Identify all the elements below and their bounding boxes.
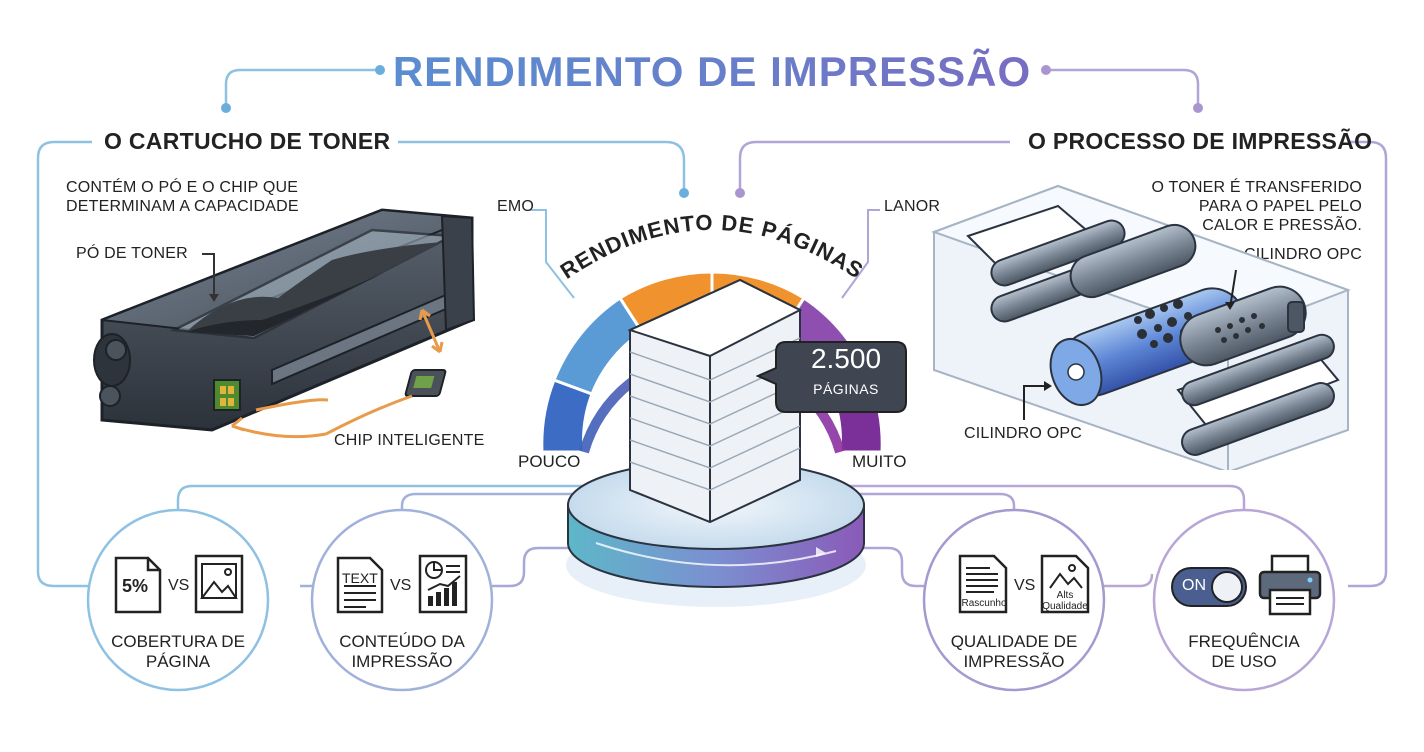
toner-powder-label: PÓ DE TONER — [76, 245, 188, 262]
vs-label-1: VS — [168, 577, 190, 594]
process-desc-line1: O TONER É TRANSFERIDO — [1151, 179, 1362, 196]
text-doc-label: TEXT — [342, 570, 378, 586]
factor-usage-frequency: FREQUÊNCIA DE USO — [1154, 632, 1334, 672]
factor-2-line1: CONTEÚDO DA — [339, 632, 465, 651]
paper-stack — [627, 278, 803, 524]
yield-callout-bubble — [756, 341, 907, 413]
factor-2-line2: IMPRESSÃO — [351, 652, 453, 671]
factor-3-line1: QUALIDADE DE — [950, 632, 1078, 651]
factor-print-content: CONTEÚDO DA IMPRESSÃO — [312, 632, 492, 672]
draft-label: Rascunho — [961, 598, 1007, 609]
quality-label-line1: Alts — [1056, 590, 1074, 601]
gauge-label-top-right: LANOR — [884, 198, 941, 215]
printer-icon — [1258, 554, 1322, 616]
factor-print-quality: QUALIDADE DE IMPRESSÃO — [924, 632, 1104, 672]
factor-4-line1: FREQUÊNCIA — [1188, 632, 1300, 651]
gauge-label-high: MUITO — [852, 452, 907, 471]
quality-label: Alts Qualidade — [1040, 590, 1090, 612]
chart-document-icon — [418, 554, 468, 614]
opc-drum-label-top: CILINDRO OPC — [1244, 246, 1362, 263]
quality-image-icon — [1040, 554, 1090, 614]
coverage-percent: 5% — [122, 576, 149, 596]
gauge-label-top-left: EMO — [497, 198, 535, 215]
cartridge-desc-line2: DETERMINAM A CAPACIDADE — [66, 198, 299, 215]
factor-1-line1: COBERTURA DE — [111, 632, 245, 651]
printing-process-illustration — [931, 184, 1351, 470]
factor-page-coverage: COBERTURA DE PÁGINA — [88, 632, 268, 672]
cartridge-heading: O CARTUCHO DE TONER — [104, 128, 391, 154]
factor-1-line2: PÁGINA — [145, 652, 211, 671]
process-description: O TONER É TRANSFERIDO PARA O PAPEL PELO … — [1130, 178, 1362, 235]
page-title: RENDIMENTO DE IMPRESSÃO — [0, 48, 1424, 96]
yield-callout-unit: PÁGINAS — [813, 381, 879, 397]
document-icon — [114, 556, 162, 614]
toggle-on-label: ON — [1182, 577, 1206, 594]
process-heading: O PROCESSO DE IMPRESSÃO — [1028, 128, 1373, 154]
quality-label-line2: Qualidade — [1042, 601, 1088, 612]
process-desc-line3: CALOR E PRESSÃO. — [1202, 217, 1362, 234]
factor-4-line2: DE USO — [1211, 652, 1277, 671]
toggle-switch-icon — [1171, 567, 1247, 607]
gauge-label-low: POUCO — [518, 452, 581, 471]
opc-drum-label-bottom: CILINDRO OPC — [964, 425, 1082, 442]
image-icon — [194, 554, 244, 614]
process-desc-line2: PARA O PAPEL PELO — [1198, 198, 1362, 215]
cartridge-desc-line1: CONTÉM O PÓ E O CHIP QUE — [66, 179, 299, 196]
factor-3-line2: IMPRESSÃO — [963, 652, 1065, 671]
text-document-icon — [336, 556, 384, 614]
vs-label-2: VS — [390, 577, 412, 594]
smart-chip-label: CHIP INTELIGENTE — [334, 432, 485, 449]
yield-callout-value: 2.500 — [810, 343, 882, 374]
draft-document-icon — [958, 554, 1008, 614]
vs-label-3: VS — [1014, 577, 1036, 594]
cartridge-description: CONTÉM O PÓ E O CHIP QUE DETERMINAM A CA… — [66, 178, 299, 216]
toner-cartridge-illustration — [93, 208, 476, 439]
